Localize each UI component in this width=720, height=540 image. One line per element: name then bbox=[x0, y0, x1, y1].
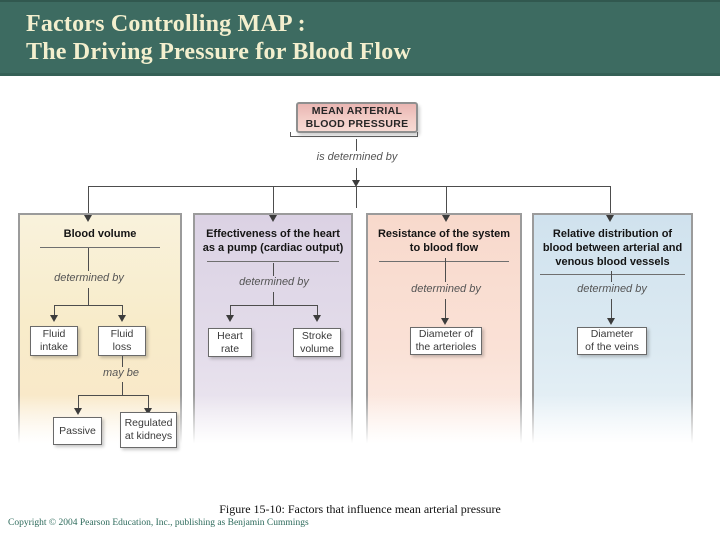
passive-box: Passive bbox=[53, 417, 102, 445]
arrow-down-icon bbox=[313, 315, 321, 322]
column-title-line: Blood volume bbox=[63, 228, 137, 240]
box-line: volume bbox=[300, 342, 334, 355]
column-title-line: as a pump (cardiac output) bbox=[202, 241, 344, 254]
root-box-bracket bbox=[290, 132, 418, 137]
determined-by-label: determined by bbox=[239, 276, 309, 288]
heart-rate-box: Heart rate bbox=[208, 328, 252, 357]
box-line: Heart bbox=[217, 329, 243, 342]
connector-line bbox=[122, 356, 123, 367]
box-line: Fluid bbox=[42, 328, 66, 341]
arrow-down-icon bbox=[144, 408, 152, 415]
branch-line bbox=[88, 186, 611, 187]
fluid-intake-box: Fluid intake bbox=[30, 326, 78, 356]
connector-line bbox=[88, 187, 89, 215]
box-line: loss bbox=[112, 341, 132, 353]
box-line: intake bbox=[39, 341, 69, 353]
box-line: Fluid bbox=[110, 328, 134, 341]
arrow-down-icon bbox=[50, 315, 58, 322]
box-line: the arterioles bbox=[415, 341, 477, 353]
arrow-down-icon bbox=[607, 318, 615, 325]
connector-line bbox=[356, 168, 357, 180]
arrow-down-icon bbox=[441, 318, 449, 325]
connector-line bbox=[78, 395, 79, 408]
connector-line bbox=[88, 288, 89, 305]
column-title-line: blood between arterial and bbox=[542, 241, 683, 254]
slide-header: Factors Controlling MAP : The Driving Pr… bbox=[0, 0, 720, 76]
title-underline bbox=[207, 260, 339, 262]
diameter-veins-box: Diameter of the veins bbox=[577, 327, 647, 355]
connector-line bbox=[610, 187, 611, 215]
connector-line bbox=[122, 382, 123, 395]
connector-line bbox=[78, 395, 149, 396]
connector-line bbox=[230, 305, 318, 306]
diameter-arterioles-box: Diameter of the arterioles bbox=[410, 327, 482, 355]
connector-line bbox=[445, 258, 446, 282]
connector-line bbox=[273, 263, 274, 276]
box-line: Diameter of bbox=[418, 328, 474, 341]
connector-line bbox=[356, 139, 357, 151]
connector-line bbox=[148, 395, 149, 408]
box-line: Passive bbox=[59, 424, 96, 437]
arrow-down-icon bbox=[74, 408, 82, 415]
is-determined-by-label: is determined by bbox=[316, 151, 398, 163]
determined-by-label: determined by bbox=[577, 283, 647, 295]
title-underline bbox=[40, 246, 160, 248]
connector-line bbox=[611, 299, 612, 318]
stroke-volume-box: Stroke volume bbox=[293, 328, 341, 357]
box-line: Diameter bbox=[590, 328, 634, 341]
column-title-line: to blood flow bbox=[409, 241, 479, 254]
connector-line bbox=[230, 305, 231, 315]
slide-title: Factors Controlling MAP : The Driving Pr… bbox=[0, 2, 720, 66]
arrow-down-icon bbox=[352, 180, 360, 187]
arrow-down-icon bbox=[606, 215, 614, 222]
slide-title-line2: The Driving Pressure for Blood Flow bbox=[26, 39, 411, 65]
root-box-line2: BLOOD PRESSURE bbox=[305, 117, 409, 130]
connector-line bbox=[54, 305, 123, 306]
slide-title-line1: Factors Controlling MAP : bbox=[26, 11, 306, 37]
connector-line bbox=[273, 187, 274, 215]
connector-line bbox=[88, 248, 89, 271]
column-resistance: Resistance of the system to blood flow bbox=[366, 213, 522, 457]
connector-line bbox=[445, 299, 446, 318]
regulated-at-kidneys-box: Regulated at kidneys bbox=[120, 412, 177, 448]
connector-line bbox=[317, 305, 318, 315]
box-line: Stroke bbox=[301, 329, 333, 342]
column-title-line: venous blood vessels bbox=[555, 255, 670, 268]
determined-by-label: determined by bbox=[411, 283, 481, 295]
arrow-down-icon bbox=[84, 215, 92, 222]
connector-line bbox=[611, 271, 612, 282]
title-underline bbox=[540, 274, 685, 276]
connector-line bbox=[122, 305, 123, 315]
connector-line bbox=[356, 187, 357, 208]
arrow-down-icon bbox=[269, 215, 277, 222]
column-title: Blood volume bbox=[20, 215, 180, 242]
box-line: rate bbox=[220, 342, 240, 355]
column-title-line: Relative distribution of bbox=[552, 228, 673, 240]
box-line: of the veins bbox=[585, 341, 639, 353]
title-underline bbox=[379, 260, 509, 262]
column-title: Relative distribution of blood between a… bbox=[534, 215, 691, 269]
arrow-down-icon bbox=[118, 315, 126, 322]
column-title-line: Effectiveness of the heart bbox=[206, 228, 340, 240]
copyright-text: Copyright © 2004 Pearson Education, Inc.… bbox=[8, 518, 309, 528]
column-title-line: Resistance of the system bbox=[377, 228, 511, 240]
connector-line bbox=[54, 305, 55, 315]
mean-arterial-pressure-box: MEAN ARTERIAL BLOOD PRESSURE bbox=[296, 102, 418, 133]
figure-caption: Figure 15-10: Factors that influence mea… bbox=[219, 502, 501, 516]
connector-line bbox=[273, 292, 274, 305]
box-line: Regulated bbox=[124, 417, 173, 430]
determined-by-label: determined by bbox=[54, 272, 124, 284]
column-title: Effectiveness of the heart as a pump (ca… bbox=[195, 215, 351, 256]
may-be-label: may be bbox=[102, 367, 140, 379]
box-line: at kidneys bbox=[124, 430, 173, 442]
root-box-line1: MEAN ARTERIAL bbox=[311, 104, 403, 117]
arrow-down-icon bbox=[226, 315, 234, 322]
connector-line bbox=[446, 187, 447, 215]
fluid-loss-box: Fluid loss bbox=[98, 326, 146, 356]
arrow-down-icon bbox=[442, 215, 450, 222]
column-title: Resistance of the system to blood flow bbox=[368, 215, 520, 256]
